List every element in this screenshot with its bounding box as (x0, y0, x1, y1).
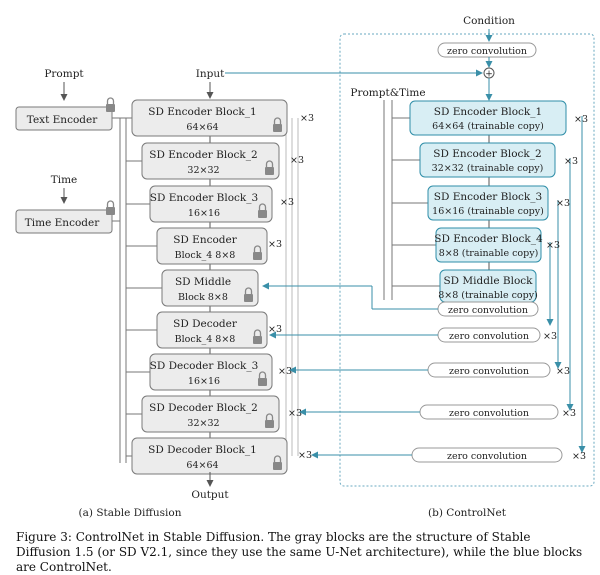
repeat-label: ×3 (278, 366, 292, 377)
sd-block-size: 32×32 (187, 165, 219, 176)
zero-conv-2: zero convolution (419, 404, 559, 420)
repeat-label: ×3 (543, 331, 557, 342)
zero-conv-middle: zero convolution (437, 301, 539, 317)
sd-block-size: 32×32 (187, 418, 219, 429)
sd-block-title: SD Encoder Block_2 (149, 149, 257, 161)
controlnet-block-size: 8×8 (trainable copy) (439, 248, 539, 259)
lock-icon (258, 203, 267, 218)
controlnet-block-size: 8×8 (trainable copy) (438, 290, 538, 301)
lock-icon (273, 117, 282, 132)
sd-block-size: Block 8×8 (178, 292, 228, 303)
zero-conv-4: zero convolution (437, 327, 541, 343)
sd-block-title: SD Encoder Block_3 (150, 192, 258, 204)
controlnet-block-title: SD Encoder Block_2 (433, 148, 541, 160)
subcaption-b: (b) ControlNet (428, 507, 507, 519)
sd-block-title: SD Encoder Block_1 (148, 106, 256, 118)
sd-block-title: SD Decoder Block_2 (149, 402, 258, 414)
repeat-label: ×3 (268, 239, 282, 250)
repeat-label: ×3 (556, 366, 570, 377)
sd-block-stack: SD Encoder Block_164×64×3SD Encoder Bloc… (126, 99, 314, 475)
sd-block-size: 64×64 (186, 460, 218, 471)
controlnet-block-title: SD Encoder Block_4 (434, 233, 543, 245)
repeat-label: ×3 (298, 450, 312, 461)
sd-block-title: SD Encoder (173, 234, 238, 246)
controlnet-block-title: SD Encoder Block_3 (434, 191, 542, 203)
repeat-label: ×3 (546, 240, 560, 251)
sd-block: SD Decoder Block_3 16×16 ×3 (126, 353, 292, 396)
repeat-label: ×3 (268, 324, 282, 335)
repeat-label: ×3 (300, 113, 314, 124)
svg-text:zero convolution: zero convolution (448, 305, 528, 316)
sd-block: SD Decoder Block_2 32×32 ×3 (126, 395, 302, 438)
zero-conv-top (437, 42, 537, 58)
controlnet-block: SD Encoder Block_2 32×32 (trainable copy)… (392, 142, 578, 186)
repeat-label: ×3 (574, 114, 588, 125)
controlnet-block: SD Encoder Block_1 64×64 (trainable copy)… (392, 100, 588, 143)
sd-block-title: SD Middle (175, 276, 231, 288)
svg-text:zero convolution: zero convolution (449, 366, 529, 377)
time-encoder-label: Time Encoder (25, 217, 100, 229)
sd-block-title: SD Decoder (173, 318, 238, 330)
controlnet-block-size: 64×64 (trainable copy) (432, 121, 544, 132)
sd-block-size: Block_4 8×8 (175, 250, 236, 261)
time-label: Time (51, 174, 78, 186)
sd-block-title: SD Decoder Block_3 (150, 360, 259, 372)
controlnet-block-title: SD Middle Block (443, 275, 533, 287)
controlnet-diagram: Prompt Text Encoder Time Time Encoder In… (15, 15, 595, 519)
sd-block: SD Encoder Block_1 64×64 ×3 (131, 99, 314, 143)
lock-icon (273, 455, 282, 470)
text-encoder-label: Text Encoder (27, 114, 98, 126)
figure-caption: Figure 3: ControlNet in Stable Diffusion… (16, 530, 583, 574)
lock-icon (244, 287, 253, 302)
lock-icon (253, 329, 262, 344)
repeat-label: ×3 (290, 155, 304, 166)
svg-text:zero convolution: zero convolution (449, 408, 529, 419)
svg-text:zero convolution: zero convolution (449, 331, 529, 342)
controlnet-block: SD Encoder Block_4 8×8 (trainable copy) ×3 (392, 227, 560, 270)
sd-block-size: 64×64 (186, 122, 218, 133)
lock-icon (265, 413, 274, 428)
svg-text:+: + (485, 70, 493, 80)
repeat-label: ×3 (564, 156, 578, 167)
sd-block: SD Decoder Block_1 64×64 ×3 (126, 437, 312, 475)
sd-block-title: SD Decoder Block_1 (148, 444, 257, 456)
lock-icon (253, 245, 262, 260)
condition-label: Condition (463, 15, 515, 27)
prompt-time-label: Prompt&Time (350, 87, 425, 99)
lock-icon (106, 97, 115, 112)
controlnet-block-size: 32×32 (trainable copy) (432, 163, 544, 174)
repeat-label: ×3 (572, 451, 586, 462)
repeat-label: ×3 (556, 198, 570, 209)
lock-icon (106, 200, 115, 215)
sd-block-size: 16×16 (188, 208, 220, 219)
zero-conv-3: zero convolution (427, 362, 551, 378)
controlnet-block-size: 16×16 (trainable copy) (432, 206, 544, 217)
lock-icon (258, 371, 267, 386)
repeat-label: ×3 (562, 408, 576, 419)
controlnet-block: SD Middle Block 8×8 (trainable copy) (392, 269, 538, 303)
sd-block: SD Encoder Block_3 16×16 ×3 (126, 185, 294, 228)
zero-conv-1: zero convolution (411, 447, 563, 463)
zero-conv-top-label: zero convolution (447, 46, 527, 57)
sd-block: SD Encoder Block_2 32×32 ×3 (126, 142, 304, 186)
controlnet-frame (339, 33, 595, 487)
svg-text:zero convolution: zero convolution (447, 451, 527, 462)
repeat-label: ×3 (280, 197, 294, 208)
controlnet-block-title: SD Encoder Block_1 (434, 106, 542, 118)
repeat-label: ×3 (288, 408, 302, 419)
input-label: Input (196, 68, 225, 80)
controlnet-block-stack: SD Encoder Block_1 64×64 (trainable copy)… (392, 100, 588, 303)
prompt-label: Prompt (44, 68, 84, 80)
subcaption-a: (a) Stable Diffusion (79, 507, 182, 519)
sd-block-size: Block_4 8×8 (175, 334, 236, 345)
output-label: Output (191, 489, 229, 501)
sd-block-size: 16×16 (188, 376, 220, 387)
lock-icon (265, 160, 274, 175)
controlnet-block: SD Encoder Block_3 16×16 (trainable copy)… (392, 185, 570, 228)
